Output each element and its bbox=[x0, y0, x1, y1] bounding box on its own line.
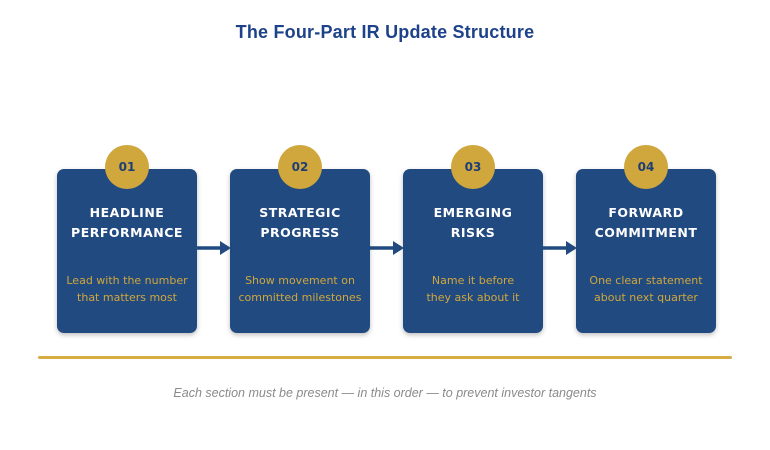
step-description: Lead with the number that matters most bbox=[66, 274, 188, 304]
step-number: 04 bbox=[637, 160, 655, 174]
step-number: 03 bbox=[464, 160, 482, 174]
arrow-right-icon bbox=[370, 241, 404, 255]
step-description: One clear statement about next quarter bbox=[589, 274, 703, 304]
arrow-right-icon bbox=[197, 241, 231, 255]
step-number: 02 bbox=[291, 160, 309, 174]
step-title: FORWARD COMMITMENT bbox=[594, 205, 698, 240]
step-number-badge: 02 bbox=[278, 145, 322, 189]
step-title: HEADLINE PERFORMANCE bbox=[71, 205, 183, 240]
gold-divider bbox=[38, 356, 732, 359]
step-number-badge: 04 bbox=[624, 145, 668, 189]
step-card-emerging-risks: 03 EMERGING RISKS Name it before they as… bbox=[403, 145, 543, 333]
arrow-right-icon bbox=[543, 241, 577, 255]
step-number-badge: 01 bbox=[105, 145, 149, 189]
step-description: Show movement on committed milestones bbox=[238, 274, 362, 304]
step-number-badge: 03 bbox=[451, 145, 495, 189]
step-number: 01 bbox=[118, 160, 136, 174]
step-title: EMERGING RISKS bbox=[433, 205, 513, 240]
step-card-forward-commitment: 04 FORWARD COMMITMENT One clear statemen… bbox=[576, 145, 716, 333]
step-card-strategic-progress: 02 STRATEGIC PROGRESS Show movement on c… bbox=[230, 145, 370, 333]
step-title: STRATEGIC PROGRESS bbox=[259, 205, 341, 240]
step-card-headline-performance: 01 HEADLINE PERFORMANCE Lead with the nu… bbox=[57, 145, 197, 333]
page-title: The Four-Part IR Update Structure bbox=[235, 22, 535, 42]
footer-note: Each section must be present — in this o… bbox=[173, 386, 597, 400]
step-description: Name it before they ask about it bbox=[426, 274, 520, 304]
